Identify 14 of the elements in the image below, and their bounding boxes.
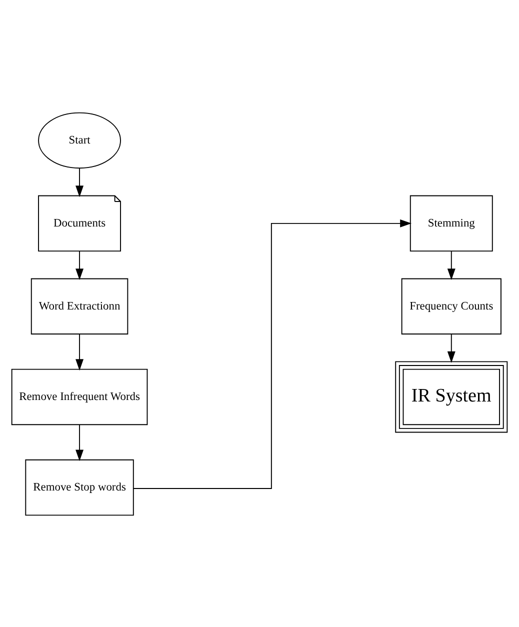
arrow xyxy=(447,250,456,280)
arrow xyxy=(76,250,84,280)
node-box: IR System xyxy=(395,360,508,432)
arrow xyxy=(447,333,456,362)
node-box: Remove Infrequent Words xyxy=(11,368,148,425)
node-box: Remove Stop words xyxy=(25,458,134,516)
arrow xyxy=(133,218,412,488)
arrow xyxy=(76,168,84,197)
arrow xyxy=(76,424,84,461)
node-box: Stemming xyxy=(410,194,493,252)
node-box: Frequency Counts xyxy=(401,278,502,334)
arrow xyxy=(76,333,84,370)
node-box: Word Extractionn xyxy=(30,278,128,334)
node-ellipse: Start xyxy=(38,112,121,168)
